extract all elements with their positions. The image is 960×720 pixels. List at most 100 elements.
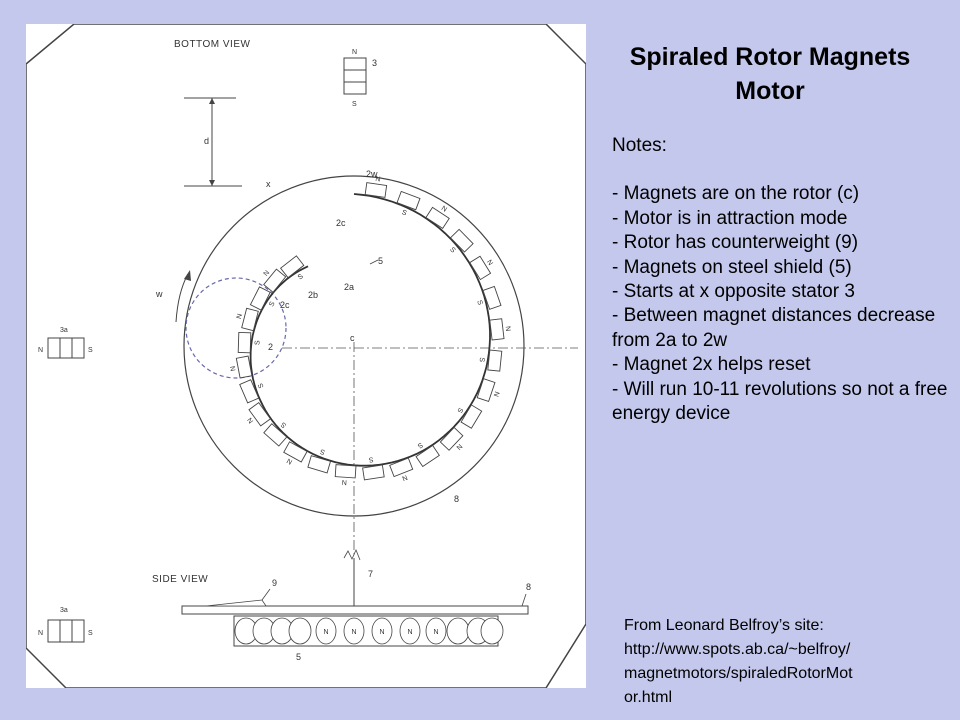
magnet-n-label: N xyxy=(492,390,500,397)
rotor-magnet: N xyxy=(389,457,414,481)
rotation-w-label: w xyxy=(155,289,163,299)
rotation-arrowhead xyxy=(184,270,191,281)
rotor-magnet: S xyxy=(455,404,483,429)
note-item: - Rotor has counterweight (9) xyxy=(612,232,859,254)
note-item: - Between magnet distances decrease from… xyxy=(612,305,936,351)
magnet-n-label: N xyxy=(230,365,238,371)
stator-3a-left-ref: 3a xyxy=(60,327,68,334)
rotor-magnet: N xyxy=(489,318,512,341)
rotor-magnet: N xyxy=(439,426,464,451)
magnet-s-label: S xyxy=(475,299,483,306)
label-c: c xyxy=(350,333,355,343)
magnet-s-label: S xyxy=(368,455,374,463)
rotor-magnet: N xyxy=(476,378,500,403)
side-magnet xyxy=(288,617,312,645)
source-url-line: magnetmotors/spiraledRotorMot xyxy=(624,665,853,682)
side-magnet xyxy=(343,617,365,645)
stator-3-ref: 3 xyxy=(372,58,377,68)
magnet-s-label: S xyxy=(268,300,277,308)
source-line: From Leonard Belfroy’s site: xyxy=(624,617,824,634)
magnet-s-label: S xyxy=(401,209,408,217)
label-5-side: 5 xyxy=(296,652,301,662)
magnet-s-label: S xyxy=(455,406,464,414)
stator-3-s: S xyxy=(352,101,357,108)
magnet-n-label: N xyxy=(236,313,244,320)
rotor-magnet: N xyxy=(236,307,259,332)
magnet-s-label: S xyxy=(297,273,305,282)
magnet-n-label: N xyxy=(286,457,294,466)
rotor-magnet: N xyxy=(247,402,272,427)
label-2c: 2c xyxy=(280,300,290,310)
rotor-magnet: S xyxy=(448,228,474,255)
rotor-magnet: S xyxy=(475,285,502,310)
magnet-n-label: N xyxy=(375,176,381,184)
rotor-magnet: S xyxy=(249,286,277,311)
side-magnet-n-label: N xyxy=(380,629,385,636)
rotor-magnet: N xyxy=(263,268,287,293)
side-magnet xyxy=(425,617,447,645)
side-magnet xyxy=(371,617,393,645)
start-x-label: x xyxy=(266,179,271,189)
rotor-magnet: N xyxy=(364,176,388,198)
label-2: 2 xyxy=(268,342,273,352)
note-item: - Starts at x opposite stator 3 xyxy=(612,281,855,303)
label-2w: 2w xyxy=(366,169,378,179)
label-2c-top: 2c xyxy=(336,218,346,228)
note-item: - Magnet 2x helps reset xyxy=(612,354,811,376)
rotor-outer-circle xyxy=(183,175,525,517)
rotor-magnet: S xyxy=(307,447,332,474)
rotor-magnet: S xyxy=(279,255,305,282)
magnet-s-label: S xyxy=(319,447,326,455)
rotor-magnet: S xyxy=(239,379,266,404)
bottom-view-label: BOTTOM VIEW xyxy=(174,39,250,50)
side-magnet xyxy=(399,617,421,645)
rotor-magnet: S xyxy=(396,190,421,218)
rotation-arrow xyxy=(175,273,189,323)
side-magnet-n-label: N xyxy=(434,629,439,636)
rotor-magnet: N xyxy=(230,355,253,379)
stator-3-top: N S 3 xyxy=(343,49,377,108)
side-magnet-n-label: N xyxy=(408,629,413,636)
side-magnet xyxy=(315,617,337,645)
label-7: 7 xyxy=(368,569,373,579)
spiral-shield xyxy=(249,193,491,467)
side-magnet xyxy=(480,617,504,645)
stator-3a-side-n: N xyxy=(38,630,43,637)
stator-3a-side: 3a N S xyxy=(38,607,93,643)
magnet-n-label: N xyxy=(485,259,494,267)
source-url-line: or.html xyxy=(624,689,673,706)
frame-outline xyxy=(26,24,586,688)
label-9: 9 xyxy=(272,578,277,588)
rotor-magnet: S xyxy=(263,420,288,447)
magnet-n-label: N xyxy=(440,205,448,214)
source-credit: From Leonard Belfroy’s site: http://www.… xyxy=(624,614,954,710)
rotor-magnet: S xyxy=(415,441,440,468)
source-url-line: http://www.spots.ab.ca/~belfroy/ xyxy=(624,641,851,658)
note-item: - Motor is in attraction mode xyxy=(612,207,848,229)
side-view-label: SIDE VIEW xyxy=(152,574,208,585)
magnet-s-label: S xyxy=(478,357,485,363)
magnet-s-label: S xyxy=(416,441,424,450)
notes-panel: Notes: - Magnets are on the rotor (c) - … xyxy=(612,134,954,426)
note-item: - Magnets are on the rotor (c) xyxy=(612,183,860,205)
magnet-n-label: N xyxy=(455,442,464,450)
rotor-magnet: N xyxy=(283,441,308,466)
label-8: 8 xyxy=(454,494,459,504)
magnet-n-label: N xyxy=(401,473,408,481)
note-item: - Magnets on steel shield (5) xyxy=(612,256,852,278)
stator-3a-left: 3a N S xyxy=(38,327,93,359)
rotor-magnet: S xyxy=(237,331,262,354)
side-magnet-n-label: N xyxy=(324,629,329,636)
note-item: - Will run 10-11 revolutions so not a fr… xyxy=(612,378,948,425)
stator-3-n: N xyxy=(352,49,357,56)
magnet-s-label: S xyxy=(257,382,265,389)
magnet-n-label: N xyxy=(342,478,348,485)
magnet-n-label: N xyxy=(247,416,256,424)
page-title: Spiraled Rotor Magnets Motor xyxy=(590,40,950,108)
label-5: 5 xyxy=(378,256,383,266)
magnet-s-label: S xyxy=(254,340,261,345)
distance-d-marker: d xyxy=(184,97,242,187)
label-2a: 2a xyxy=(344,282,354,292)
magnet-n-label: N xyxy=(504,326,512,332)
